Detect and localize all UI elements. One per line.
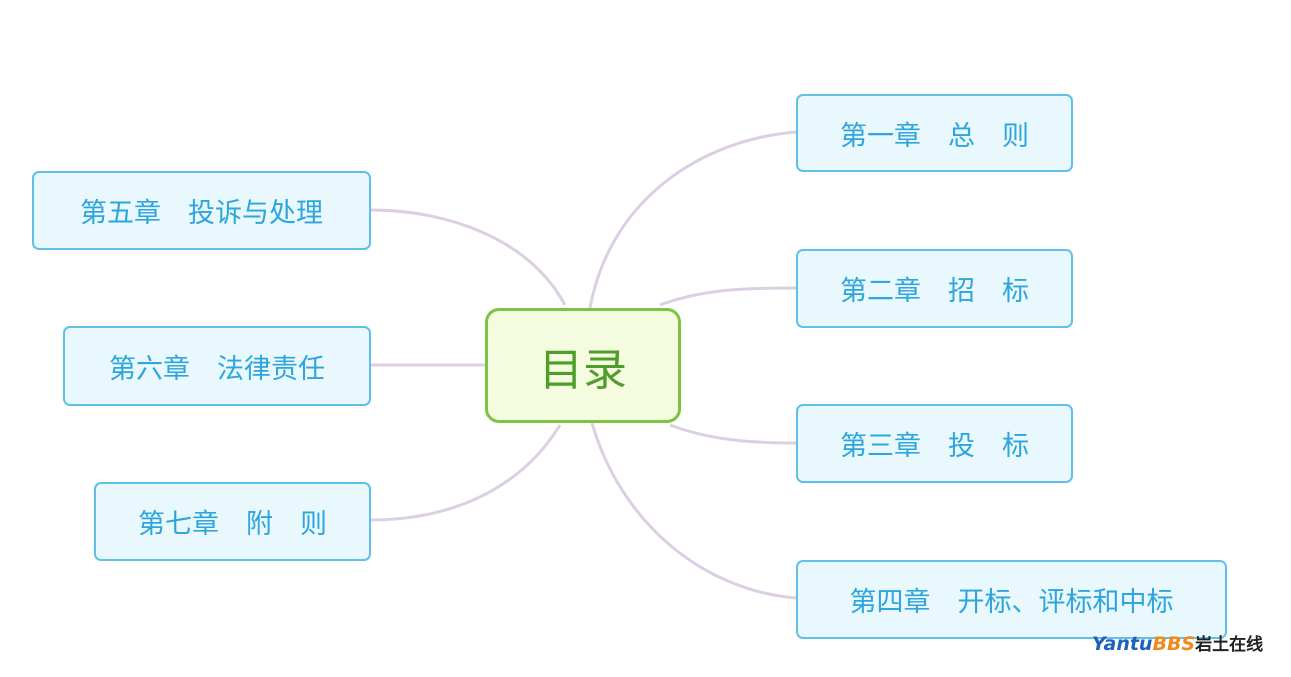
watermark-part2: BBS: [1152, 633, 1196, 655]
link-ch4: [590, 422, 797, 600]
node-chapter-1[interactable]: 第一章 总 则: [796, 94, 1073, 172]
link-ch1: [588, 130, 797, 309]
link-ch5: [369, 208, 567, 306]
link-ch3: [669, 423, 797, 445]
node-chapter-4[interactable]: 第四章 开标、评标和中标: [796, 560, 1227, 639]
node-chapter-7[interactable]: 第七章 附 则: [94, 482, 371, 561]
link-ch7: [369, 424, 562, 522]
center-node[interactable]: 目录: [485, 308, 681, 423]
node-chapter-3[interactable]: 第三章 投 标: [796, 404, 1073, 483]
link-ch2: [659, 286, 797, 307]
watermark-logo: YantuBBS岩土在线: [1092, 630, 1263, 655]
node-chapter-2[interactable]: 第二章 招 标: [796, 249, 1073, 328]
node-chapter-5[interactable]: 第五章 投诉与处理: [32, 171, 371, 250]
watermark-part3: 岩土在线: [1195, 635, 1264, 655]
watermark-part1: Yantu: [1092, 633, 1153, 655]
node-chapter-6[interactable]: 第六章 法律责任: [63, 326, 371, 406]
